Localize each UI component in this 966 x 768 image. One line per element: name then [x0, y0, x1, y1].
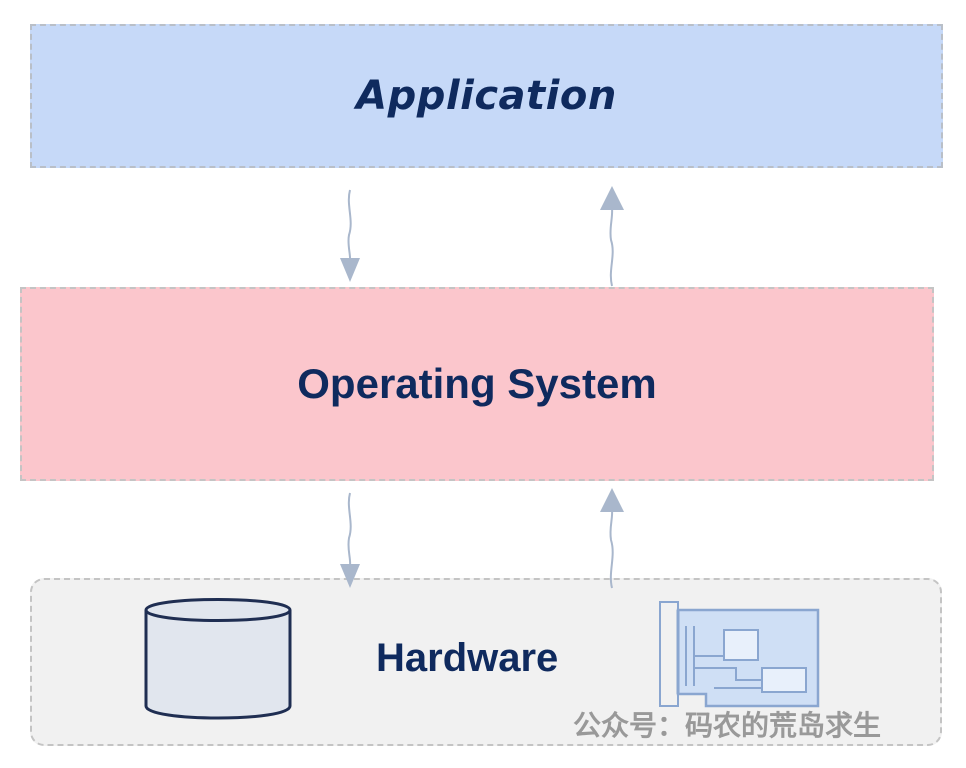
- arrow-down-icon: [347, 189, 352, 263]
- watermark: 公众号：码农的荒岛求生: [573, 709, 882, 742]
- hardware-label: Hardware: [376, 636, 559, 680]
- application-layer: Application: [30, 24, 943, 168]
- arrow-down-icon: [340, 564, 360, 588]
- circuit-board-icon: [656, 596, 846, 718]
- disk-icon: [144, 598, 292, 720]
- arrow-up-icon: [609, 207, 614, 287]
- application-label: Application: [356, 73, 617, 119]
- arrow-up-icon: [600, 186, 624, 210]
- operating-system-label: Operating System: [297, 360, 657, 407]
- arrow-up-icon: [600, 488, 624, 512]
- operating-system-layer: Operating System: [20, 287, 934, 481]
- arrow-down-icon: [347, 492, 352, 567]
- arrow-up-icon: [609, 509, 614, 589]
- arrow-down-icon: [340, 258, 360, 282]
